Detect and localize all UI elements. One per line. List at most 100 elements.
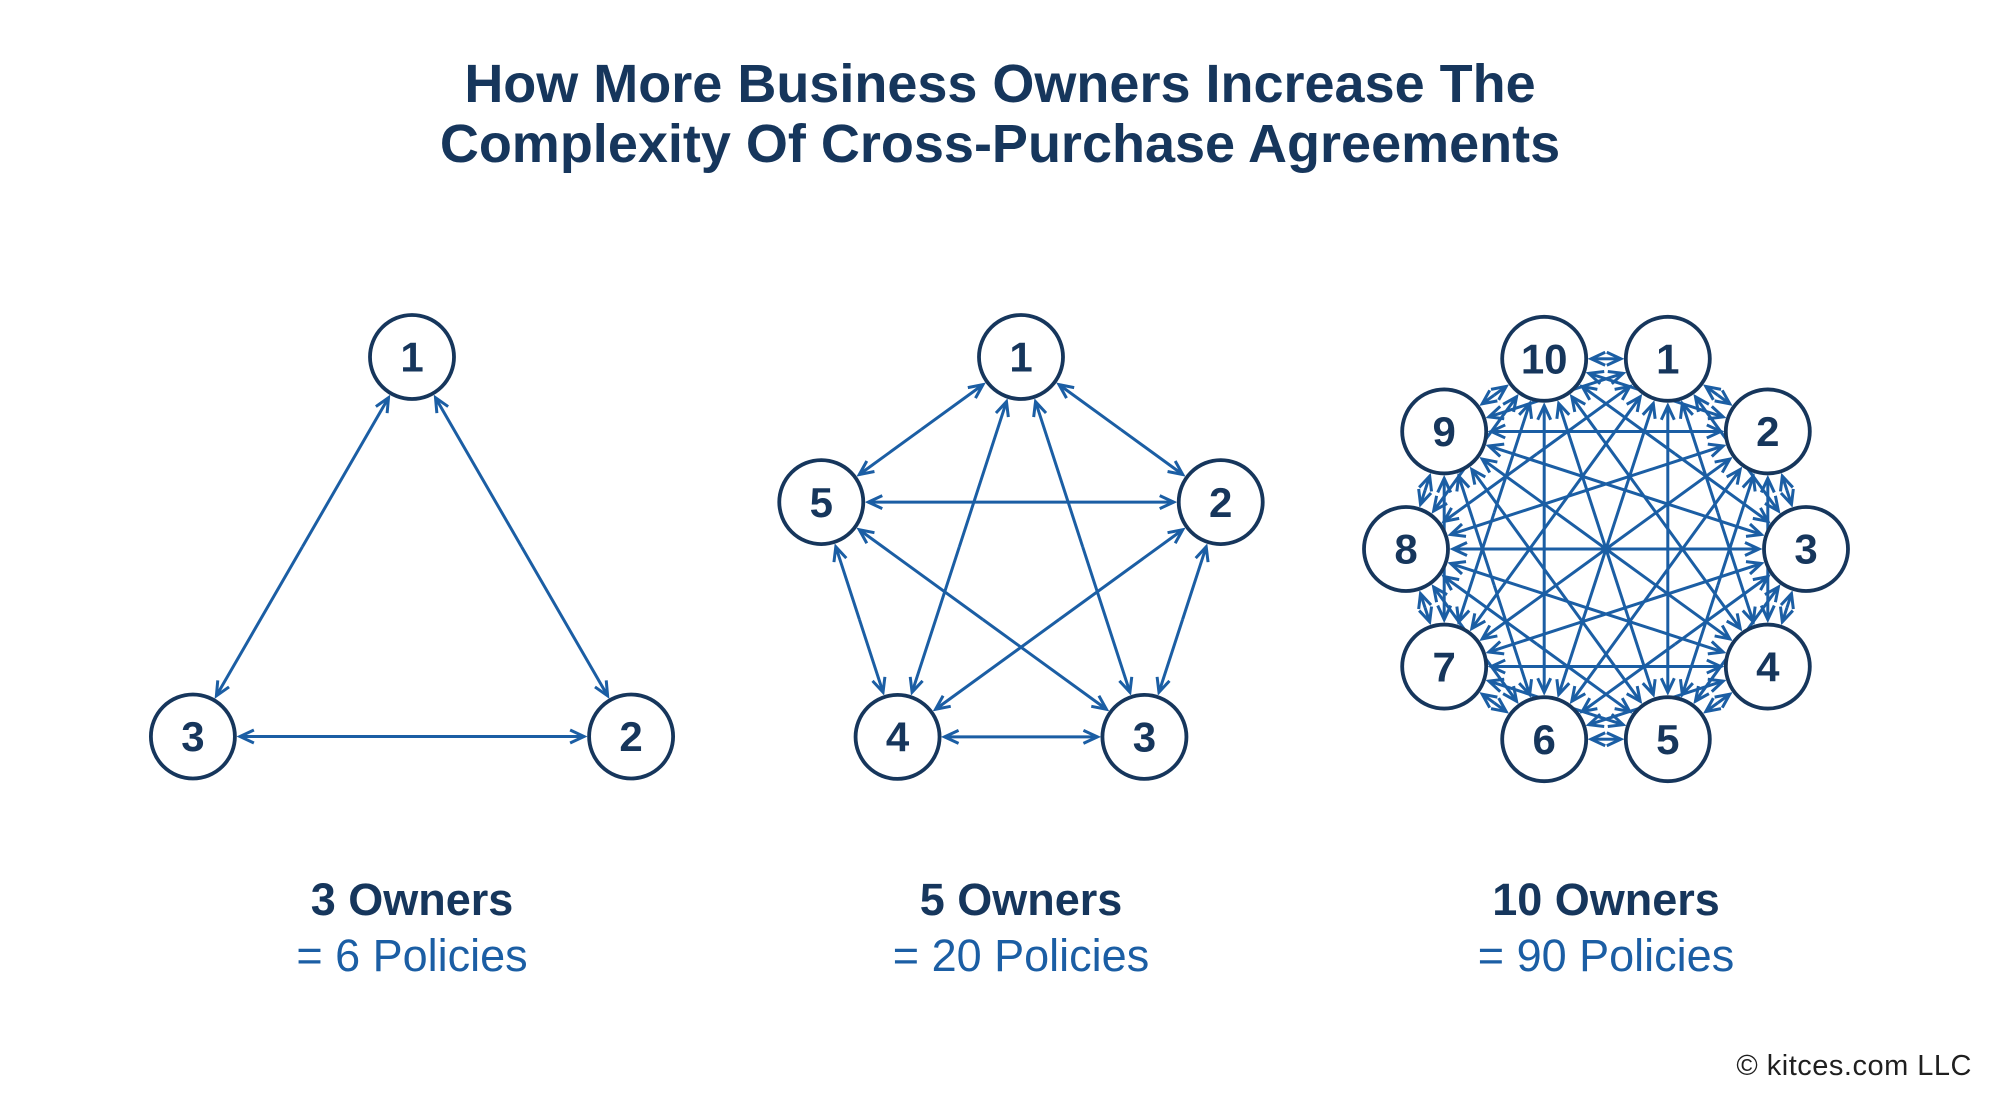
policy-arrow-10-9: [1482, 395, 1494, 404]
policy-arrow-5-8: [1444, 577, 1538, 646]
owner-node-5: [777, 458, 866, 547]
policy-arrow-8-2: [1586, 446, 1723, 492]
policy-arrow-5-2: [1716, 476, 1753, 586]
owner-node-number: 3: [1794, 526, 1817, 573]
policy-arrow-7-8: [1421, 594, 1426, 608]
policy-arrow-4-8: [1451, 564, 1588, 610]
policy-arrow-1-5: [859, 428, 923, 475]
policy-arrow-3-2: [1181, 547, 1207, 620]
owners-count-label: 10 Owners: [1492, 874, 1720, 925]
policy-arrow-2-1: [1706, 386, 1718, 395]
policy-arrow-5-3: [981, 618, 1107, 710]
policy-arrow-7-1: [1554, 397, 1640, 514]
policy-arrow-2-3: [1159, 619, 1185, 693]
owner-node-1: [368, 313, 456, 401]
policy-arrow-1-2: [1119, 428, 1183, 475]
policy-arrow-4-1: [957, 402, 1006, 548]
policy-arrow-2-4: [936, 618, 1061, 710]
title-line-1: How More Business Owners Increase The: [464, 54, 1536, 114]
policy-arrow-6-7: [1482, 694, 1494, 703]
policy-arrow-1-7: [1472, 511, 1558, 629]
owner-node-4: [853, 692, 942, 781]
caption-5-owners: 5 Owners = 20 Policies: [761, 872, 1281, 984]
policy-arrow-2-6: [1572, 584, 1658, 701]
owner-node-number: 8: [1394, 526, 1417, 573]
policy-arrow-6-9: [1459, 476, 1496, 586]
owner-node-number: 1: [1656, 335, 1679, 382]
policy-arrow-5-4: [857, 619, 883, 693]
owner-node-3: [1100, 692, 1189, 781]
owner-node-number: 2: [1756, 408, 1779, 455]
policy-arrow-1-2: [1718, 395, 1730, 404]
owner-node-6: [1500, 695, 1589, 784]
policy-arrow-2-5: [1682, 584, 1720, 694]
owner-node-number: 6: [1533, 716, 1556, 763]
policy-arrow-4-5: [836, 547, 861, 620]
policy-arrow-3-5: [859, 530, 984, 621]
owner-node-number: 4: [886, 714, 910, 761]
owner-node-number: 4: [1756, 643, 1780, 690]
policy-arrow-3-2: [1782, 476, 1787, 490]
page-title: How More Business Owners Increase The Co…: [0, 54, 2000, 174]
policy-arrow-9-5: [1554, 584, 1640, 701]
policy-arrow-3-1: [301, 398, 388, 548]
policy-arrow-6-2: [1654, 469, 1740, 587]
owner-node-number: 5: [810, 479, 833, 526]
owner-node-number: 5: [1656, 716, 1679, 763]
policy-arrow-8-4: [1586, 606, 1723, 652]
owner-node-9: [1400, 387, 1489, 476]
owner-node-4: [1723, 622, 1812, 711]
policy-arrow-10-5: [1604, 548, 1653, 695]
graph-3-owners: 123: [148, 313, 676, 781]
policy-arrow-2-1: [436, 398, 523, 548]
policy-arrow-9-10: [1494, 386, 1506, 395]
owner-node-number: 3: [1133, 714, 1156, 761]
policy-arrow-7-6: [1494, 703, 1506, 712]
policy-arrow-1-3: [1081, 546, 1130, 692]
policy-arrow-1-4: [912, 546, 961, 692]
owner-node-2: [1723, 387, 1812, 476]
policy-arrow-10-7: [1459, 512, 1496, 622]
policy-arrow-1-4: [1716, 512, 1753, 622]
policy-arrow-1-3: [216, 546, 304, 696]
policy-arrow-2-8: [1451, 488, 1588, 534]
owner-node-8: [1362, 505, 1450, 593]
owner-node-10: [1500, 314, 1589, 403]
policy-arrow-1-2: [520, 545, 608, 696]
policy-arrow-9-8: [1421, 490, 1426, 504]
policy-arrow-1-8: [1444, 452, 1538, 521]
owners-count-label: 3 Owners: [310, 874, 514, 925]
owner-node-number: 3: [181, 713, 204, 760]
policy-arrow-9-6: [1492, 584, 1529, 694]
owner-node-3: [148, 692, 237, 781]
policy-arrow-2-1: [1059, 385, 1122, 431]
owner-node-number: 10: [1521, 335, 1568, 382]
policy-arrow-5-1: [920, 385, 983, 431]
policy-arrow-6-3: [1674, 577, 1768, 646]
policy-arrow-8-9: [1425, 476, 1430, 490]
policy-arrow-9-3: [1624, 488, 1761, 534]
owners-count-label: 5 Owners: [919, 874, 1123, 925]
policy-arrow-3-4: [1782, 608, 1787, 622]
owner-node-2: [587, 692, 676, 781]
policy-arrow-3-1: [1036, 402, 1085, 548]
policy-arrow-5-9: [1472, 469, 1558, 587]
owner-node-2: [1176, 458, 1265, 547]
policy-arrow-8-1: [1536, 386, 1630, 456]
policy-arrow-8-5: [1536, 642, 1630, 711]
owner-node-number: 7: [1433, 643, 1456, 690]
policy-arrow-7-10: [1492, 403, 1529, 514]
owner-node-number: 2: [1209, 479, 1232, 526]
policy-arrow-3-6: [1582, 642, 1676, 711]
policies-count-label: = 20 Policies: [892, 930, 1150, 981]
caption-3-owners: 3 Owners = 6 Policies: [152, 872, 672, 984]
policy-arrow-3-10: [1582, 386, 1676, 456]
policy-arrow-5-10: [1559, 403, 1608, 550]
copyright-notice: © kitces.com LLC: [1736, 1050, 1972, 1082]
policy-arrow-5-4: [1718, 694, 1730, 703]
caption-10-owners: 10 Owners = 90 Policies: [1346, 872, 1866, 984]
